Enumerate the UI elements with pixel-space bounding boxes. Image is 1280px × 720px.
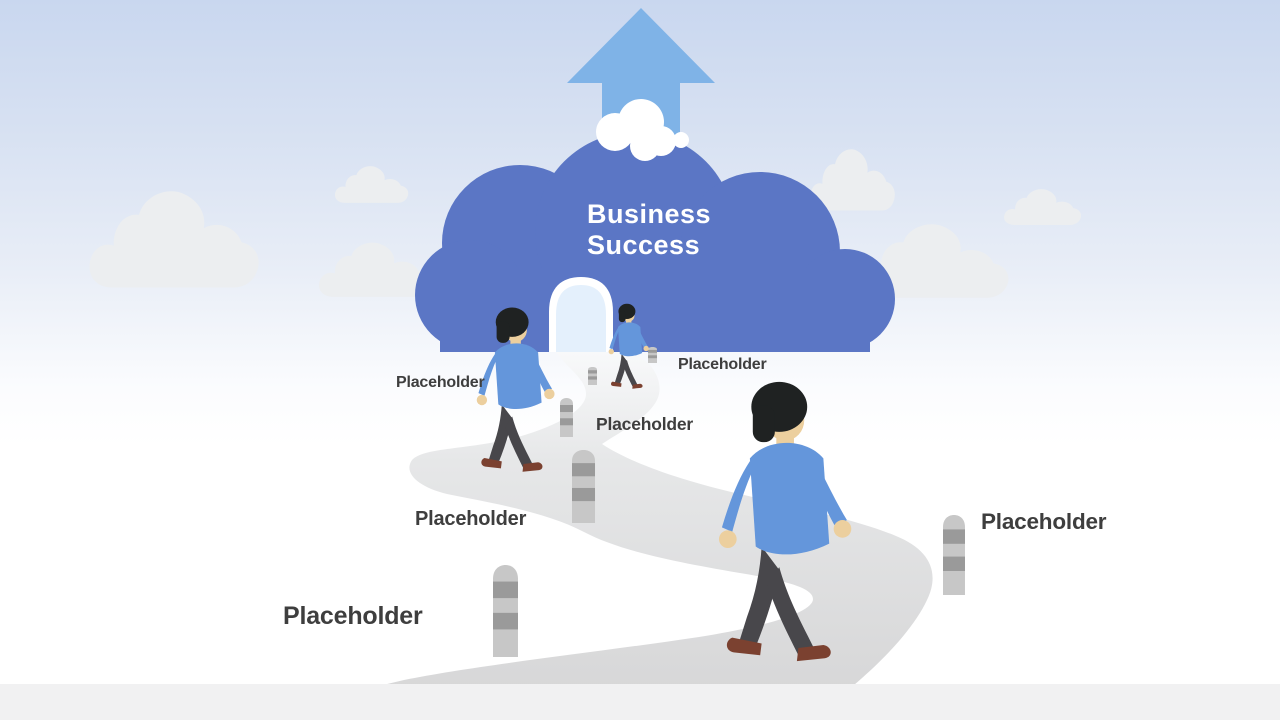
placeholder-label-1[interactable]: Placeholder <box>396 374 485 391</box>
milestone-post <box>943 515 965 595</box>
placeholder-label-6[interactable]: Placeholder <box>981 509 1107 534</box>
cloud-icon <box>334 166 409 203</box>
cloud-door <box>549 277 613 352</box>
cloud-icon <box>1004 189 1082 225</box>
placeholder-label-5[interactable]: Placeholder <box>283 602 423 630</box>
placeholder-label-2[interactable]: Placeholder <box>678 356 767 373</box>
milestone-post <box>560 398 573 437</box>
cloud-icon <box>596 99 689 161</box>
placeholder-label-4[interactable]: Placeholder <box>415 508 527 530</box>
cloud-icon <box>318 242 430 297</box>
milestone-post <box>648 347 657 363</box>
title-line-2: Success <box>587 230 701 260</box>
winding-road <box>383 348 933 685</box>
success-cloud-title[interactable]: Business Success <box>587 199 711 261</box>
cloud-icon <box>89 191 259 288</box>
milestone-post <box>588 367 597 385</box>
milestone-post <box>493 565 518 657</box>
title-line-1: Business <box>587 199 712 229</box>
cloud-icon <box>810 149 895 211</box>
placeholder-label-3[interactable]: Placeholder <box>596 414 694 434</box>
footer-bar <box>0 684 1280 720</box>
milestone-post <box>572 450 596 523</box>
